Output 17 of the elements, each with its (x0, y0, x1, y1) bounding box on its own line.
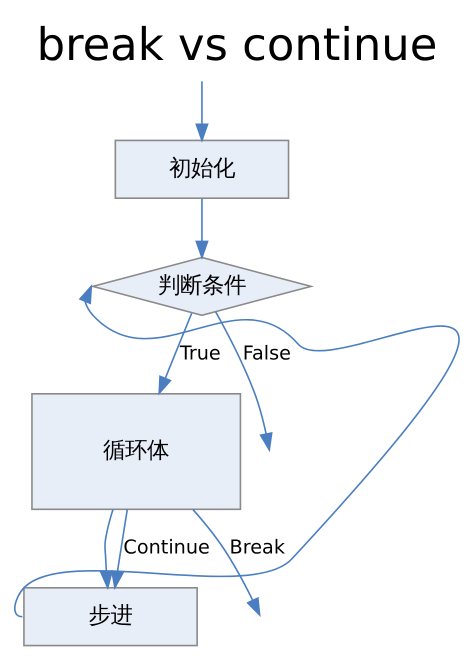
node-box: 步进 (23, 586, 198, 646)
edge-label: False (242, 341, 292, 364)
edge-label: Continue (123, 535, 210, 558)
edge-label: Break (230, 535, 285, 558)
arrow (195, 80, 209, 142)
arrow (14, 284, 458, 617)
node-box: 循环体 (31, 392, 242, 510)
arrow (110, 508, 128, 590)
diagram-title: break vs continue (36, 17, 438, 70)
arrow (100, 508, 114, 590)
arrow (214, 310, 273, 452)
arrow (192, 508, 261, 617)
node-diamond: 判断条件 (90, 256, 314, 316)
edge-label: True (180, 341, 221, 364)
arrow (195, 198, 209, 260)
node-box: 初始化 (114, 139, 290, 198)
arrow (158, 312, 192, 396)
